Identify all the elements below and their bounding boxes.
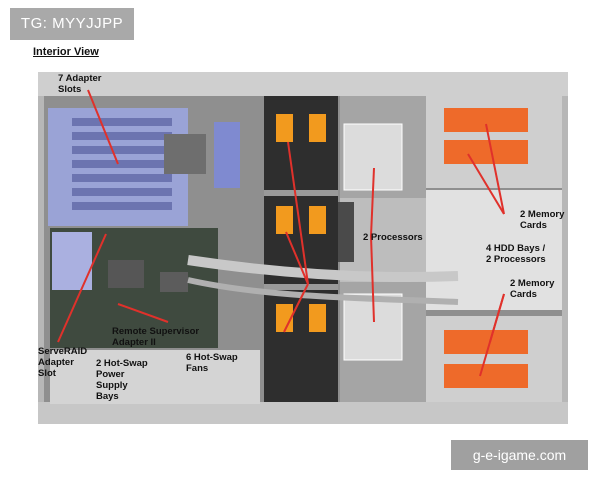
page-heading: Interior View [33, 46, 99, 58]
label-processors-top: 2 Processors [363, 232, 423, 243]
adapter-slot-bars [72, 118, 172, 210]
processor-bottom [343, 293, 403, 361]
fan-column [264, 96, 338, 402]
chassis-bottom-rim [38, 402, 568, 424]
label-power-supply: 2 Hot-Swap Power Supply Bays [96, 358, 148, 402]
memory-card-3 [444, 330, 528, 354]
center-slot [338, 202, 354, 262]
center-bracket [340, 198, 426, 282]
label-memory-cards-top: 2 Memory Cards [520, 209, 565, 231]
hdd-bay-area [426, 190, 562, 310]
callout-arrows [57, 89, 505, 377]
heatsink [164, 134, 206, 174]
watermark: g-e-igame.com [451, 440, 588, 470]
label-memory-cards-bottom: 2 Memory Cards [510, 278, 555, 300]
cable-bundle [187, 255, 459, 283]
memory-card-2 [444, 140, 528, 164]
label-serveraid: ServeRAID Adapter Slot [38, 346, 88, 379]
label-fans: 6 Hot-Swap Fans [186, 352, 238, 374]
label-remote-supervisor: Remote Supervisor Adapter II [112, 326, 200, 348]
chassis-top-rim [38, 72, 568, 96]
fan-separators [264, 190, 338, 290]
fan-handles [276, 114, 326, 332]
power-bay-area [50, 350, 260, 404]
board-chip [108, 260, 144, 288]
cable-bundle-2 [187, 277, 459, 305]
memory-card-4 [444, 364, 528, 388]
label-adapter-slots: 7 Adapter Slots [58, 73, 102, 95]
tag-box: TG: MYYJJPP [10, 8, 134, 40]
board-chip-2 [160, 272, 188, 292]
label-hdd-bays: 4 HDD Bays / 2 Processors [486, 243, 546, 265]
server-interior-photo [38, 72, 568, 424]
riser-card [214, 122, 240, 188]
